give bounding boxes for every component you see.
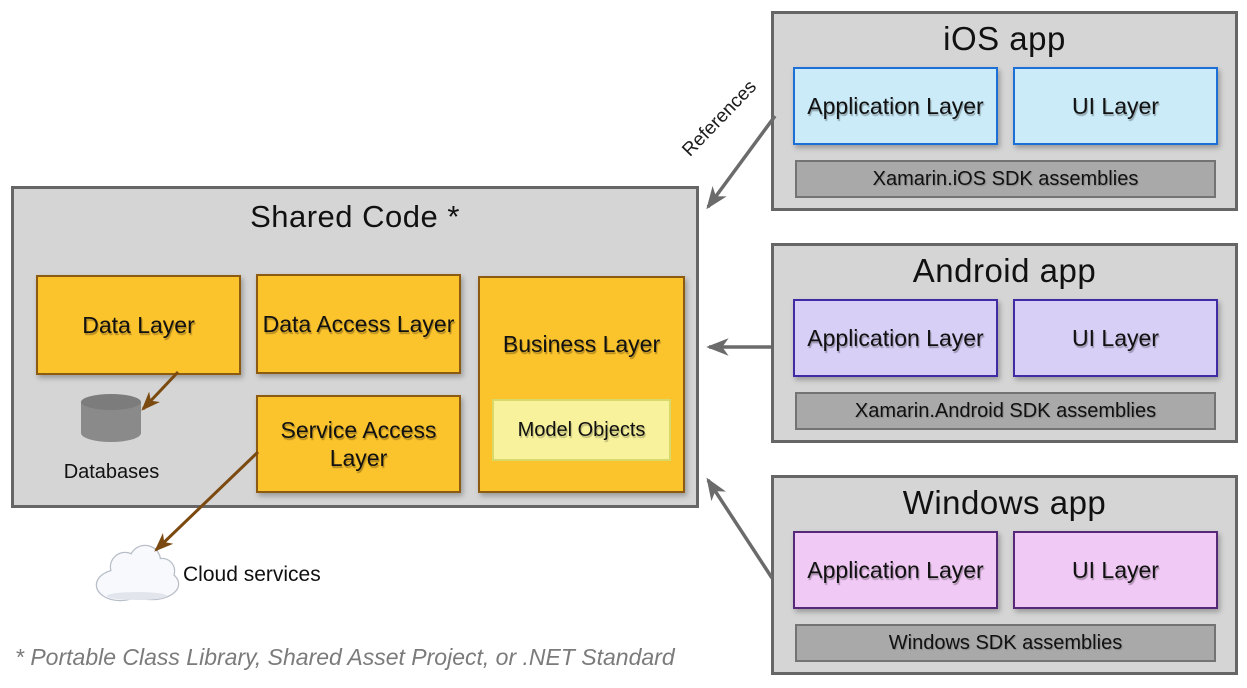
data-access-layer-box: Data Access Layer [256,274,461,374]
ios-ui-layer-box: UI Layer [1013,67,1218,145]
android-ui-layer-box: UI Layer [1013,299,1218,377]
cloud-graphic [95,544,180,602]
business-layer-box: Business Layer Model Objects [478,276,685,493]
windows-ui-layer-box: UI Layer [1013,531,1218,609]
android-ui-layer-label: UI Layer [1072,324,1159,351]
footnote: * Portable Class Library, Shared Asset P… [15,644,675,670]
ios-layer-row: Application Layer UI Layer [774,67,1235,145]
windows-app-panel: Windows app Application Layer UI Layer W… [771,475,1238,675]
model-objects-box: Model Objects [492,399,671,461]
ios-app-panel: iOS app Application Layer UI Layer Xamar… [771,11,1238,211]
ios-application-layer-box: Application Layer [793,67,998,145]
cloud-icon [92,540,184,609]
data-layer-box: Data Layer [36,275,241,375]
windows-sdk-label: Windows SDK assemblies [888,631,1123,654]
android-application-layer-box: Application Layer [793,299,998,377]
windows-ui-layer-label: UI Layer [1072,556,1159,583]
android-layer-row: Application Layer UI Layer [774,299,1235,377]
windows-sdk-bar: Windows SDK assemblies [795,624,1216,662]
android-sdk-bar: Xamarin.Android SDK assemblies [795,392,1216,430]
model-objects-label: Model Objects [517,419,646,441]
ios-app-title: iOS app [943,20,1066,57]
ios-ui-layer-label: UI Layer [1072,92,1159,119]
database-icon [78,392,144,449]
windows-layer-row: Application Layer UI Layer [774,531,1235,609]
android-sdk-label: Xamarin.Android SDK assemblies [854,399,1157,422]
cloud-services-label: Cloud services [183,563,321,586]
android-app-panel: Android app Application Layer UI Layer X… [771,243,1238,443]
references-arrow-windows-to-shared [706,477,774,579]
ios-sdk-bar: Xamarin.iOS SDK assemblies [795,160,1216,198]
data-access-layer-label: Data Access Layer [262,311,455,337]
windows-application-layer-label: Application Layer [807,556,984,583]
business-layer-label: Business Layer [502,330,661,357]
shared-code-title: Shared Code * [250,199,460,234]
windows-application-layer-box: Application Layer [793,531,998,609]
windows-app-title: Windows app [902,484,1107,521]
data-layer-label: Data Layer [82,312,195,338]
databases-label: Databases [63,461,160,483]
database-cylinder-graphic [81,394,141,442]
ios-application-layer-label: Application Layer [807,92,984,119]
service-access-layer-box: Service Access Layer [256,395,461,493]
ios-sdk-label: Xamarin.iOS SDK assemblies [872,167,1139,190]
android-app-title: Android app [912,252,1097,289]
shared-code-panel: Shared Code * Data Layer Data Access Lay… [11,186,699,508]
android-application-layer-label: Application Layer [807,324,984,351]
references-label: References [678,76,761,161]
service-access-layer-label: Service Access Layer [280,417,437,471]
